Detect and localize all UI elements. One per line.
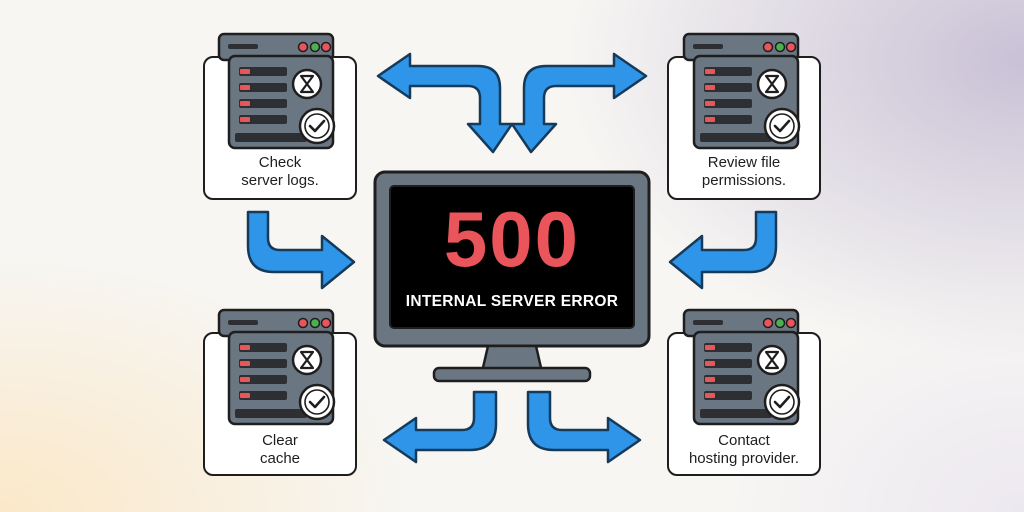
error-subtitle: INTERNAL SERVER ERROR xyxy=(405,293,619,310)
step-label-line: server logs. xyxy=(241,172,319,189)
arrow-bottom-left xyxy=(382,390,498,464)
step-label-line: Check xyxy=(258,154,302,171)
step-label-review-permissions: Review file permissions. xyxy=(667,154,821,190)
step-label-clear-cache: Clear cache xyxy=(203,432,357,468)
arrow-mid-right xyxy=(668,210,778,290)
step-label-line: Clear xyxy=(262,432,298,449)
server-icon-bottom-left xyxy=(217,308,336,426)
step-label-line: Contact xyxy=(718,432,770,449)
arrow-mid-left xyxy=(246,210,356,290)
arrow-top-left xyxy=(376,52,514,154)
arrow-top-right xyxy=(510,52,648,154)
error-code: 500 xyxy=(443,195,581,283)
step-label-line: permissions. xyxy=(701,172,787,189)
step-label-line: hosting provider. xyxy=(688,450,800,467)
step-label-line: Review file xyxy=(707,154,781,171)
monitor xyxy=(373,170,651,383)
server-icon-top-left xyxy=(217,32,336,150)
arrow-bottom-right xyxy=(526,390,642,464)
server-icon-bottom-right xyxy=(682,308,801,426)
server-icon-top-right xyxy=(682,32,801,150)
step-label-line: cache xyxy=(259,450,301,467)
step-label-check-logs: Check server logs. xyxy=(203,154,357,190)
step-label-contact-provider: Contact hosting provider. xyxy=(667,432,821,468)
